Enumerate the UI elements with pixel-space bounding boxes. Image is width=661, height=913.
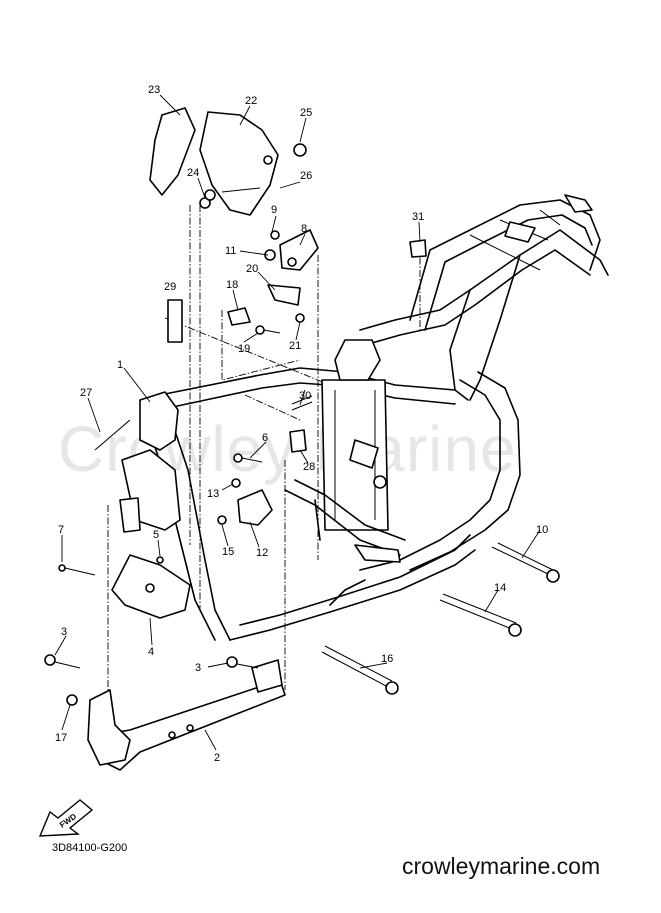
callout-3-right: 3 <box>195 662 201 674</box>
callout-5: 5 <box>153 529 159 541</box>
callout-3-left: 3 <box>61 626 67 638</box>
callout-28: 28 <box>303 461 315 473</box>
callout-12: 12 <box>256 547 268 559</box>
callout-8: 8 <box>301 223 307 235</box>
website-url[interactable]: crowleymarine.com <box>402 853 601 879</box>
callout-labels: 23 22 25 24 26 9 8 31 11 20 29 18 19 21 … <box>55 84 548 764</box>
diagram-code: 3D84100-G200 <box>52 842 128 854</box>
callout-13: 13 <box>207 488 219 500</box>
callout-21: 21 <box>289 340 301 352</box>
callout-9: 9 <box>271 204 277 216</box>
callout-6: 6 <box>262 432 268 444</box>
callout-14: 14 <box>494 582 506 594</box>
down-tube-part-2 <box>87 659 286 771</box>
callout-1: 1 <box>117 359 123 371</box>
callout-16: 16 <box>381 653 393 665</box>
callout-31: 31 <box>412 211 424 223</box>
callout-7: 7 <box>58 524 64 536</box>
callout-22: 22 <box>245 95 257 107</box>
small-fasteners <box>44 143 427 706</box>
callout-17: 17 <box>55 732 67 744</box>
callout-24: 24 <box>187 167 199 179</box>
callout-11: 11 <box>225 245 236 257</box>
callout-30: 30 <box>299 390 311 402</box>
callout-25: 25 <box>300 107 312 119</box>
callout-29: 29 <box>164 281 176 293</box>
side-cover-parts <box>149 107 279 216</box>
main-frame <box>121 194 609 641</box>
callout-26: 26 <box>300 170 312 182</box>
callout-15: 15 <box>222 546 234 558</box>
callout-18: 18 <box>226 279 238 291</box>
callout-leaders <box>54 94 541 751</box>
callout-4: 4 <box>148 646 154 658</box>
lower-frame <box>229 479 476 641</box>
engine-mount-plates <box>111 229 319 619</box>
callout-2: 2 <box>214 752 220 764</box>
callout-20: 20 <box>246 263 258 275</box>
callout-19: 19 <box>238 343 250 355</box>
callout-27: 27 <box>80 387 92 399</box>
long-bolts <box>321 542 560 695</box>
callout-23: 23 <box>148 84 160 96</box>
fwd-arrow-icon: FWD <box>38 799 94 837</box>
callout-10: 10 <box>536 524 548 536</box>
